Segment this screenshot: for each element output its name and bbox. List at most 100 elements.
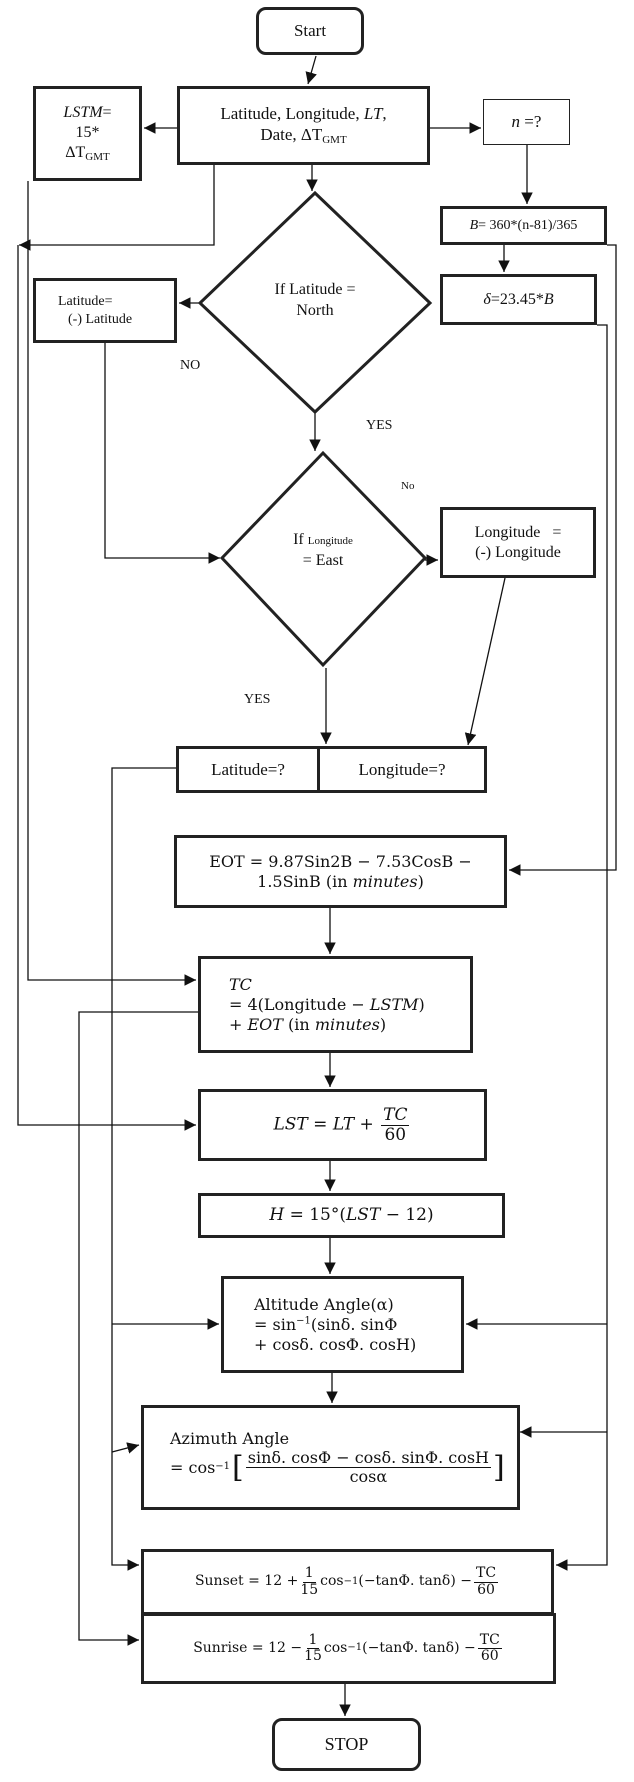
- alt-sup: −1: [296, 1315, 311, 1327]
- edge-label-yes-latitude: YES: [366, 418, 393, 433]
- edge-label-yes-longitude: YES: [244, 692, 271, 707]
- sunrise-one: 1: [306, 1631, 320, 1649]
- lat-neg-line1: Latitude=: [58, 294, 113, 309]
- lst-den: 60: [384, 1124, 407, 1145]
- n-var: n: [511, 112, 521, 132]
- inputs-comma: ,: [382, 104, 387, 123]
- eot-line1: EOT = 9.87Sin2B − 7.53CosB −: [209, 851, 472, 871]
- long-neg-line2: (-) Longitude: [475, 543, 561, 561]
- day-number-box: n =?: [483, 99, 570, 145]
- b-var: B: [469, 217, 479, 233]
- sunset-sup: −1: [343, 1575, 359, 1587]
- h-lst: LST: [346, 1204, 381, 1225]
- eot-box: EOT = 9.87Sin2B − 7.53CosB − 1.5SinB (in…: [174, 835, 507, 908]
- eot-close: ): [417, 871, 424, 891]
- sunset-cos: cos: [320, 1573, 344, 1590]
- delta-var: δ: [483, 290, 491, 308]
- lstm-factor: 15*: [75, 123, 100, 141]
- hour-angle-box: H = 15°(LST − 12): [198, 1193, 505, 1238]
- edge-label-no-latitude: NO: [180, 358, 201, 373]
- lat-q: Latitude=?: [211, 759, 285, 779]
- edge-inputs-leftbus: [19, 165, 215, 251]
- sunset-lhs: Sunset = 12 +: [194, 1573, 299, 1590]
- az-sup: −1: [215, 1461, 231, 1473]
- sunrise-mid: (−tanΦ. tanδ) −: [362, 1639, 476, 1656]
- time-correction-box: TC = 4(Longitude − LSTM) + EOT (in minut…: [198, 956, 473, 1053]
- lstm-delta: ΔT: [65, 143, 86, 161]
- lstm-var: LSTM: [63, 103, 103, 121]
- input-parameters-box: Latitude, Longitude, LT, Date, ΔTGMT: [177, 86, 430, 165]
- edge-latlong-sunset: [111, 767, 176, 1571]
- delta-eq: =23.45*: [490, 290, 544, 308]
- long-neg-line1: Longitude =: [474, 523, 562, 541]
- h-close: − 12): [380, 1204, 434, 1225]
- edge-latneg-decision-long: [104, 343, 220, 564]
- edge-longneg-latlong: [464, 577, 506, 746]
- lat-neg-line2: (-) Latitude: [68, 311, 133, 327]
- sunrise-cos: cos: [323, 1639, 348, 1656]
- h-var: H: [269, 1204, 285, 1225]
- tc-close: ): [379, 1014, 387, 1034]
- lst-num: TC: [381, 1104, 410, 1126]
- az-num: sinδ. cosΦ − cosδ. sinΦ. cosH: [245, 1448, 491, 1468]
- decision-latitude-north: [197, 190, 433, 415]
- tc-line2c: ): [418, 994, 425, 1014]
- decision-lat-line1: If Latitude =: [274, 281, 356, 298]
- edge-lstm-tc: [27, 181, 196, 986]
- alt-line1: Altitude Angle(α): [254, 1294, 394, 1314]
- az-line1: Azimuth Angle: [170, 1429, 290, 1449]
- decision-long-line2: = East: [302, 551, 344, 569]
- inputs-gmt: GMT: [322, 134, 347, 147]
- tc-lstm: LSTM: [369, 994, 419, 1014]
- decision-longitude-text: If Longitude = East: [268, 530, 378, 572]
- sunrise-tc: TC: [477, 1631, 502, 1649]
- latitude-negate-box: Latitude= (-) Latitude: [33, 278, 177, 343]
- edge-bus-azimuth: [111, 1442, 140, 1454]
- sunrise-lhs: Sunrise = 12 −: [193, 1639, 303, 1656]
- tc-line2a: = 4(Longitude −: [229, 994, 370, 1014]
- b-formula-box: B= 360*(n-81)/365: [440, 206, 607, 245]
- decision-lat-line2: North: [296, 301, 334, 319]
- sunset-tc: TC: [473, 1565, 499, 1583]
- edge-start-inputs: [305, 55, 317, 85]
- lstm-box: LSTM= 15* ΔTGMT: [33, 86, 142, 181]
- inputs-date: Date, ΔT: [260, 125, 323, 145]
- delta-b: B: [543, 290, 554, 308]
- longitude-negate-box: Longitude = (-) Longitude: [440, 507, 596, 578]
- n-eq: =?: [520, 112, 542, 132]
- alt-sin: = sin: [254, 1314, 297, 1334]
- stop-terminal: STOP: [272, 1718, 421, 1771]
- b-eq: = 360*(n-81)/365: [478, 217, 578, 233]
- longitude-result-box: Longitude=?: [317, 746, 487, 793]
- start-terminal: Start: [256, 7, 364, 55]
- tc-plus: +: [229, 1014, 248, 1034]
- alt-line2b: (sinδ. sinΦ: [310, 1314, 398, 1334]
- az-den: cosα: [349, 1467, 388, 1486]
- sunset-mid: (−tanΦ. tanδ) −: [358, 1573, 472, 1590]
- altitude-angle-box: Altitude Angle(α) = sin−1(sinδ. sinΦ + c…: [221, 1276, 464, 1373]
- lstm-gmt: GMT: [85, 150, 110, 163]
- az-cos: = cos: [170, 1457, 216, 1477]
- tc-minutes: minutes: [314, 1014, 380, 1034]
- tc-eot: EOT: [247, 1014, 283, 1034]
- inputs-text: Latitude, Longitude,: [220, 104, 364, 123]
- edge-label-no-longitude: No: [401, 480, 415, 492]
- h-eq: = 15°(: [284, 1204, 347, 1225]
- eot-line2: 1.5SinB (in: [257, 871, 353, 891]
- long-q: Longitude=?: [358, 759, 446, 779]
- tc-var: TC: [229, 974, 252, 994]
- edge-tc-sunrise: [78, 1011, 198, 1646]
- alt-line3: + cosδ. cosΦ. cosH): [254, 1334, 417, 1354]
- sunrise-sup: −1: [347, 1642, 363, 1654]
